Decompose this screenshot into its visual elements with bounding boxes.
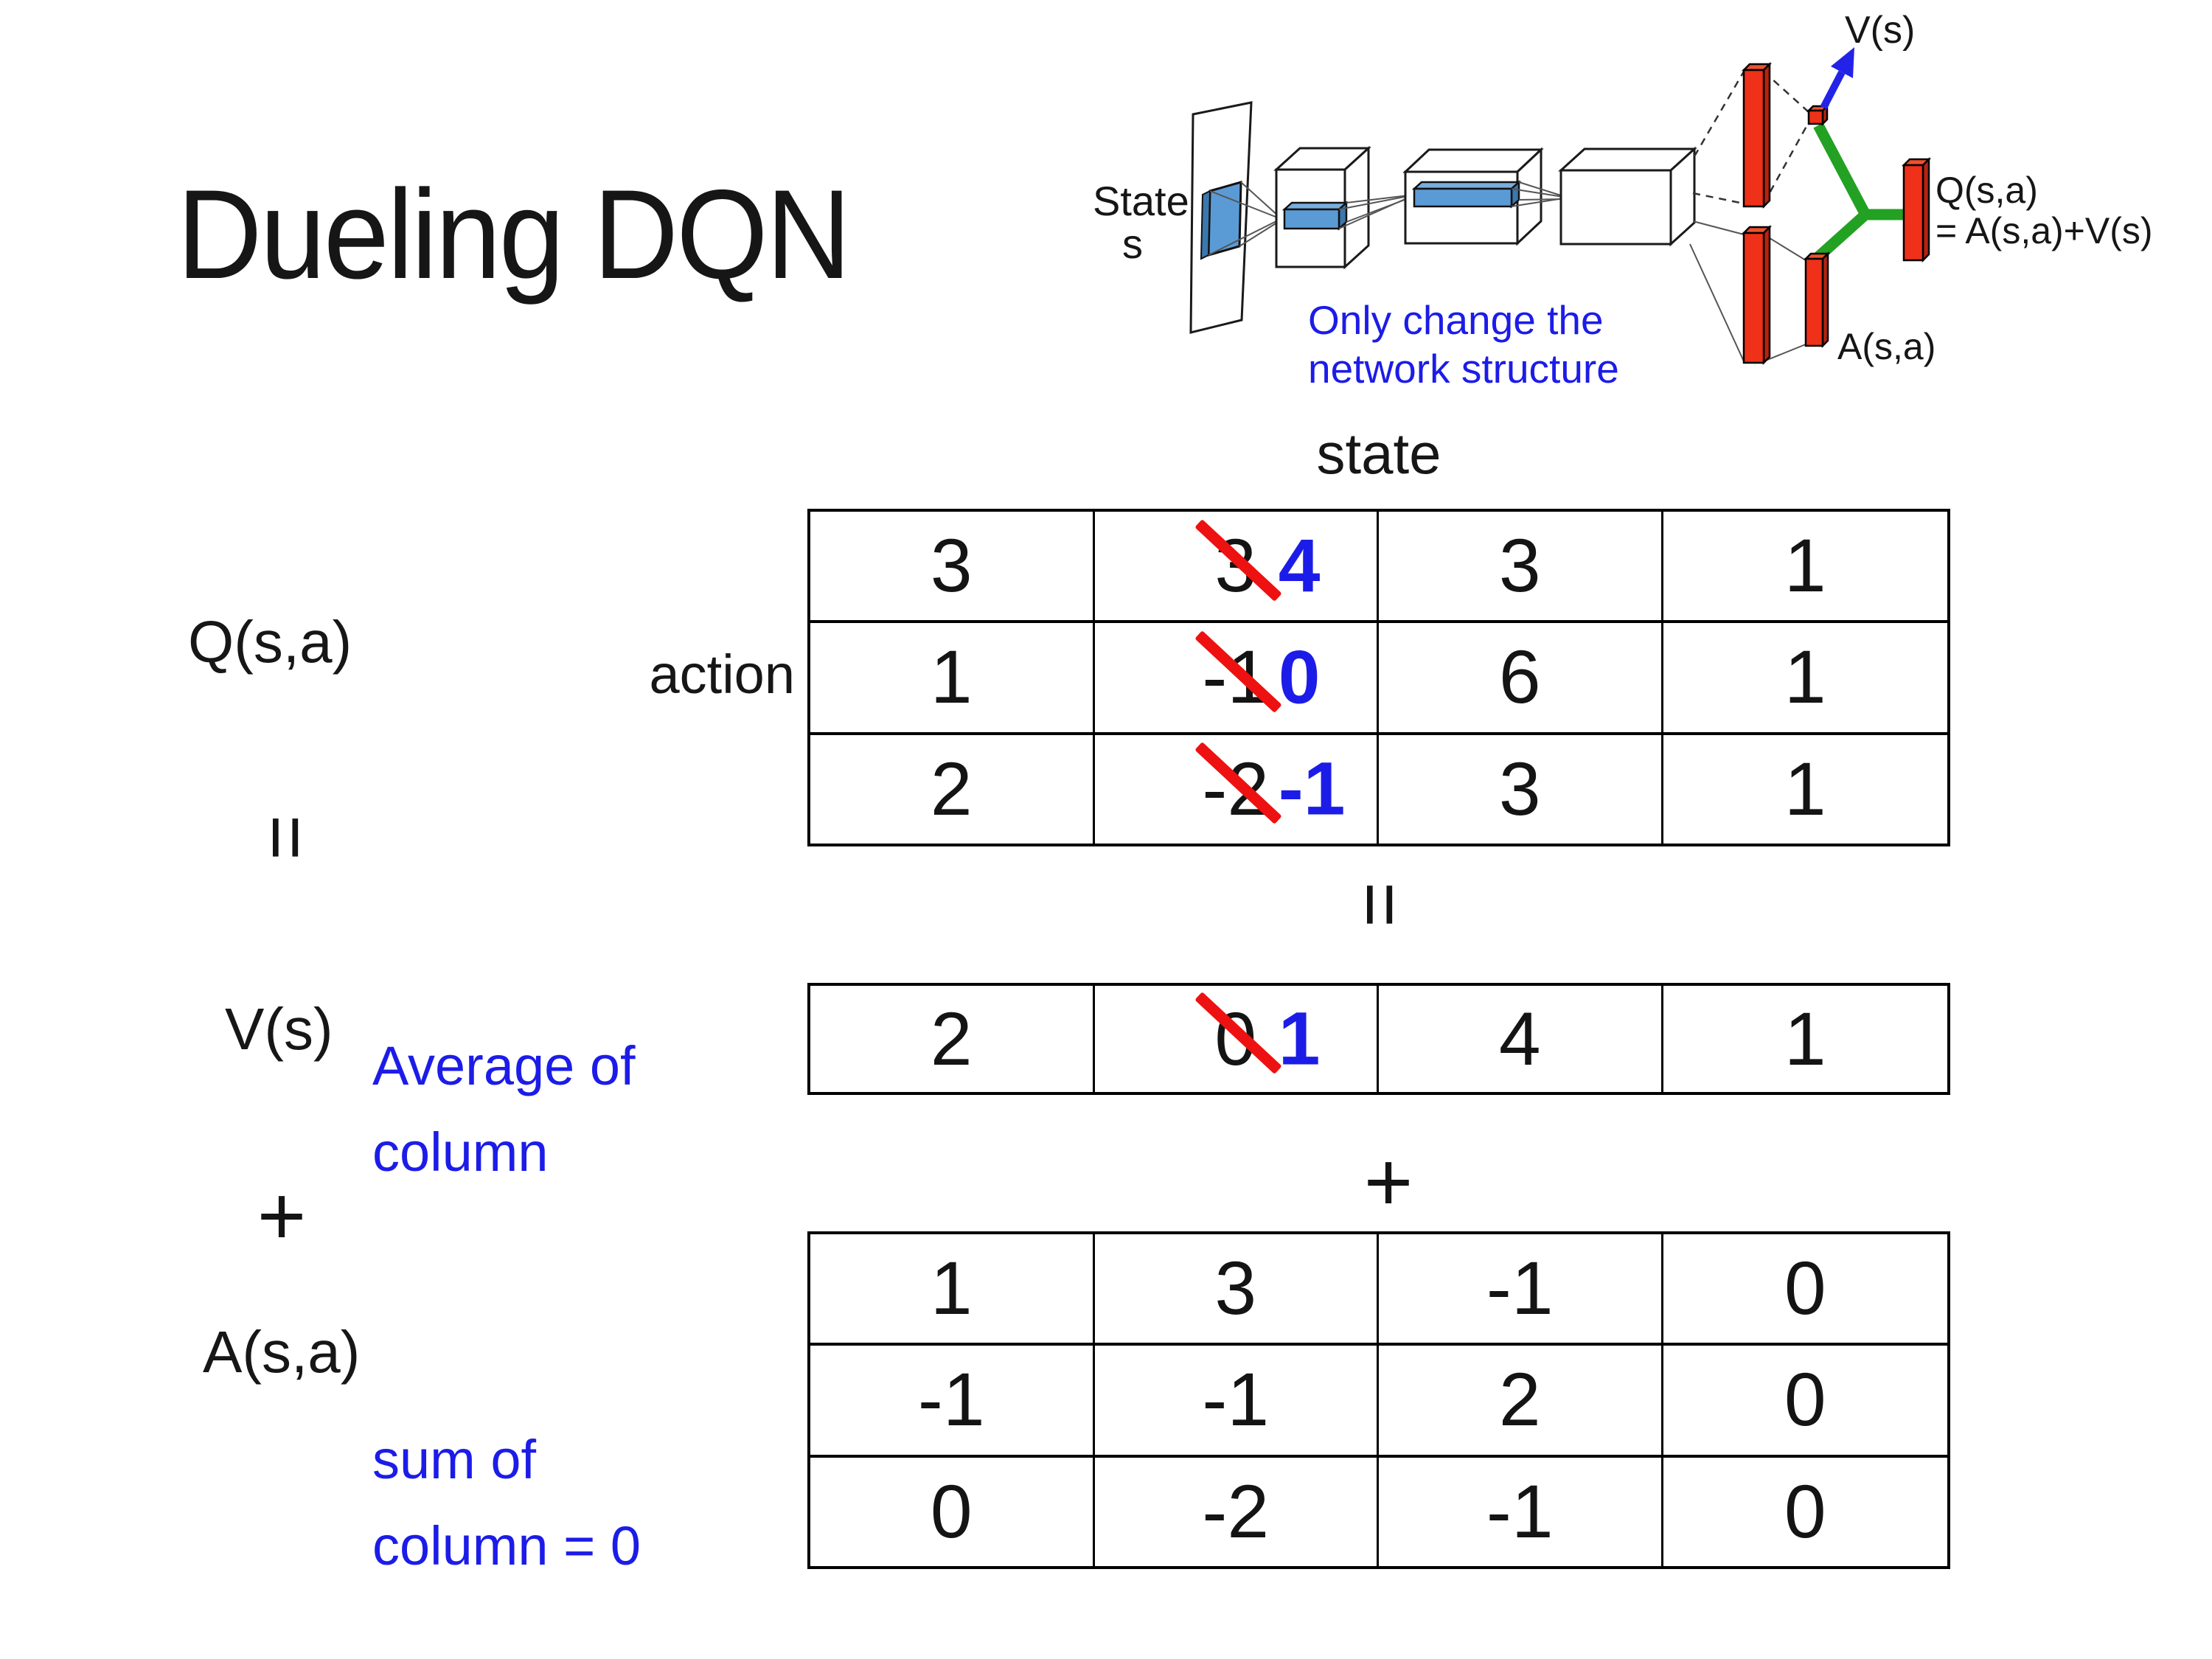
sum-of-column-note: sum of column = 0 [372, 1417, 641, 1590]
a-cell-r2c0: 0 [810, 1457, 1095, 1566]
diagram-q-formula: = A(s,a)+V(s) [1935, 210, 2153, 251]
sum-note-line2: column = 0 [372, 1514, 641, 1576]
q-cell-r0c3: 1 [1663, 512, 1947, 624]
average-of-column-note: Average of column [372, 1023, 636, 1196]
q-cell-r2c3: 1 [1784, 746, 1826, 831]
aggregation-links [1811, 122, 1904, 264]
q-matrix-label: Q(s,a) [188, 609, 352, 675]
diagram-state-label: State [1093, 178, 1189, 224]
a-cell-r1c1: -1 [1094, 1346, 1379, 1458]
dueling-network-diagram: V(s) State s Q(s,a) = A(s,a)+V(s) A(s,a)… [1093, 9, 2153, 392]
average-note-line1: Average of [372, 1035, 636, 1096]
advantage-node-bar [1803, 251, 1831, 349]
fc-bar-value-stream [1741, 61, 1773, 209]
q-cell-r1c0: 1 [810, 623, 1095, 735]
equals-sign-center: = [1337, 882, 1425, 928]
sum-note-line1: sum of [372, 1429, 537, 1490]
diagram-vs-label: V(s) [1845, 9, 1915, 52]
q-cell-r0c2: 3 [1379, 512, 1663, 624]
fc-bar-advantage-stream [1741, 224, 1773, 366]
q-value-table: 3 3 4 3 1 1 -1 0 6 1 2 -2 -1 3 1 [807, 509, 1950, 846]
diagram-note-line2: network structure [1308, 346, 1619, 392]
value-stream-dashed-lines [1692, 71, 1810, 205]
conv2-connection-lines [1338, 195, 1409, 229]
state-column-header: state [1316, 421, 1441, 486]
a-cell-r0c0: 1 [810, 1234, 1095, 1346]
a-cell-r0c3: 0 [1663, 1234, 1947, 1346]
slide-title: Dueling DQN [177, 164, 851, 305]
value-node [1806, 103, 1830, 127]
equals-sign-left: = [243, 815, 330, 860]
new-value: 4 [1278, 524, 1321, 608]
v-cell-c0: 2 [810, 986, 1095, 1092]
q-cell-r1c3: 1 [1663, 623, 1947, 735]
diagram-state-s-label: s [1122, 220, 1143, 267]
conv2-feature-bar [1411, 180, 1522, 209]
v-value-table: 2 0 1 4 1 [807, 983, 1950, 1095]
q-cell-r2c2: 3 [1379, 734, 1663, 844]
conv1-feature-bar [1281, 201, 1349, 231]
q-cell-r0c1: 3 4 [1094, 512, 1379, 624]
v-cell-c2: 4 [1379, 986, 1663, 1092]
a-cell-r0c1: 3 [1094, 1234, 1379, 1346]
conv-box-1 [1273, 145, 1371, 270]
q-cell-r1c2: 6 [1379, 623, 1663, 735]
a-cell-r0c2: -1 [1379, 1234, 1663, 1346]
conv3-connection-lines [1511, 181, 1564, 207]
a-cell-r1c2: 2 [1379, 1346, 1663, 1458]
q-cell-r2c0: 2 [810, 734, 1095, 844]
a-cell-r1c3: 0 [1663, 1346, 1947, 1458]
plus-sign-left: + [257, 1169, 307, 1263]
diagram-asa-label: A(s,a) [1837, 326, 1935, 367]
a-cell-r2c1: -2 [1095, 1457, 1379, 1566]
diagram-note-line1: Only change the [1308, 297, 1604, 343]
new-value: 1 [1278, 996, 1321, 1081]
diagram-q-label: Q(s,a) [1935, 170, 2038, 211]
a-cell-r2c2: -1 [1379, 1457, 1663, 1566]
v-cell-c1: 0 1 [1095, 986, 1379, 1092]
v-cell-c3: 1 [1784, 996, 1826, 1081]
value-output-arrow [1820, 47, 1854, 110]
q-cell-r0c0: 3 [810, 512, 1095, 624]
conv-box-3 [1558, 146, 1697, 247]
a-cell-r2c3: 0 [1784, 1469, 1826, 1554]
new-value: 0 [1278, 635, 1321, 720]
average-note-line2: column [372, 1121, 549, 1183]
input-feature-patch-side [1200, 189, 1211, 260]
a-matrix-label: A(s,a) [203, 1319, 361, 1385]
conv1-connection-lines [1208, 181, 1280, 256]
a-value-table: 1 3 -1 0 -1 -1 2 0 0 -2 -1 0 [807, 1231, 1950, 1569]
advantage-stream-lines [1689, 220, 1806, 362]
q-cell-r2c1: -2 -1 [1095, 734, 1379, 844]
action-row-label: action [649, 644, 795, 705]
q-cell-r1c1: -1 0 [1094, 623, 1379, 735]
q-output-bar [1901, 156, 1932, 263]
new-value: -1 [1278, 746, 1346, 831]
v-row-label: V(s) [225, 996, 333, 1062]
plus-sign-center: + [1363, 1135, 1413, 1229]
a-cell-r1c0: -1 [810, 1346, 1095, 1458]
